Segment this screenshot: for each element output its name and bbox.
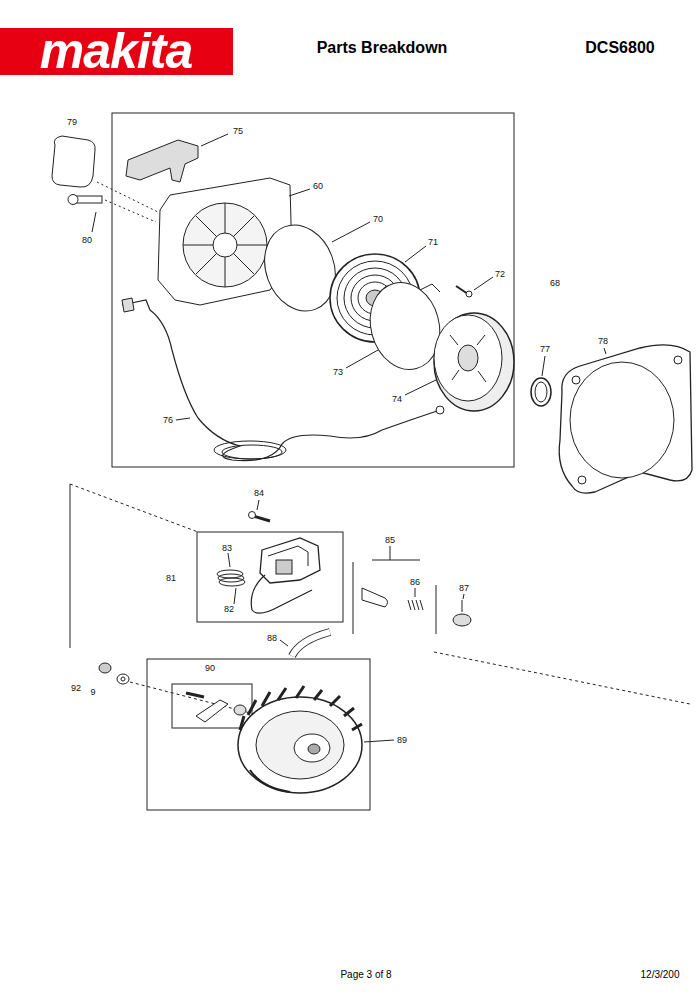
leader-line [289, 189, 310, 196]
gasket [559, 345, 692, 493]
spring [408, 600, 423, 610]
callout-number: 78 [597, 337, 609, 346]
leader-line [257, 500, 259, 510]
callout-number: 9 [89, 688, 96, 697]
leader-line [474, 277, 493, 290]
o-ring [531, 378, 551, 406]
leader-line [332, 222, 370, 242]
callout-number: 75 [232, 127, 244, 136]
terminal [453, 614, 471, 626]
bolt-head [249, 512, 256, 519]
dashed-leader [130, 682, 262, 716]
brand-logo: makita [40, 26, 192, 76]
starter-handle [126, 140, 198, 182]
callout-number: 86 [409, 578, 421, 587]
o-ring [535, 382, 547, 402]
cover-pad [52, 136, 95, 187]
screw-head [68, 195, 78, 205]
page-number: Page 3 of 8 [340, 970, 391, 980]
wire-coil [217, 570, 245, 586]
callout-number: 85 [384, 536, 396, 545]
callout-number: 76 [162, 416, 174, 425]
leader-line [201, 134, 228, 146]
callout-number: 90 [204, 664, 216, 673]
callout-number: 89 [396, 736, 408, 745]
callout-number: 92 [70, 684, 82, 693]
callout-number: 87 [458, 584, 470, 593]
washer [117, 674, 129, 684]
washer [121, 677, 125, 681]
group-frame [147, 659, 370, 810]
callout-number: 71 [427, 238, 439, 247]
callout-number: 79 [66, 118, 78, 127]
callout-number: 83 [221, 544, 233, 553]
dashed-leader [434, 652, 690, 704]
callout-number: 68 [549, 279, 561, 288]
model-number: DCS6800 [585, 40, 654, 56]
terminal-stem [462, 600, 463, 612]
leader-line [228, 553, 230, 567]
starter-rope [122, 298, 444, 461]
dashed-leader [70, 484, 198, 532]
callout-number: 74 [391, 395, 403, 404]
ignition-coil [251, 538, 320, 613]
rope-pulley [434, 313, 514, 411]
flywheel [238, 686, 362, 793]
guide-line [70, 484, 71, 648]
housing-bore [183, 203, 267, 287]
guide-line [353, 562, 354, 634]
leader-line [405, 246, 426, 262]
callout-number: 70 [372, 215, 384, 224]
leader-line [176, 418, 190, 420]
leader-line [415, 588, 416, 597]
leader-line [234, 588, 236, 604]
leader-line [604, 348, 606, 354]
callout-number: 73 [332, 368, 344, 377]
group-frame [112, 113, 514, 467]
callout-number: 80 [81, 236, 93, 245]
pawl-spring [234, 705, 246, 715]
leader-line [372, 546, 420, 560]
leader-line [405, 380, 436, 395]
guide-line [436, 585, 437, 634]
pawl [196, 700, 228, 722]
callout-number: 88 [266, 634, 278, 643]
rubber-tube [292, 632, 330, 656]
leader-line [542, 356, 545, 376]
screw-head [466, 291, 472, 297]
callout-number: 60 [312, 182, 324, 191]
pawl-bolt [186, 693, 204, 697]
callout-number: 77 [539, 345, 551, 354]
callout-number: 81 [165, 574, 177, 583]
leader-line [346, 350, 378, 368]
print-date: 12/3/200 [641, 970, 680, 980]
dashed-leader [97, 182, 158, 212]
callout-number: 72 [494, 270, 506, 279]
callout-number: 82 [223, 605, 235, 614]
group-frame [197, 532, 343, 622]
housing-ribs [183, 203, 267, 287]
callout-number: 84 [253, 489, 265, 498]
page-title: Parts Breakdown [317, 40, 448, 56]
leader-line [364, 740, 394, 742]
leader-line [463, 594, 464, 599]
nut [99, 663, 111, 673]
disc-tab [420, 284, 440, 292]
group-frame [172, 684, 252, 728]
plug-cap [362, 588, 388, 607]
leader-line [280, 640, 288, 646]
leader-line [92, 212, 96, 232]
rubber-tube [292, 632, 330, 656]
dashed-leader [105, 200, 156, 222]
